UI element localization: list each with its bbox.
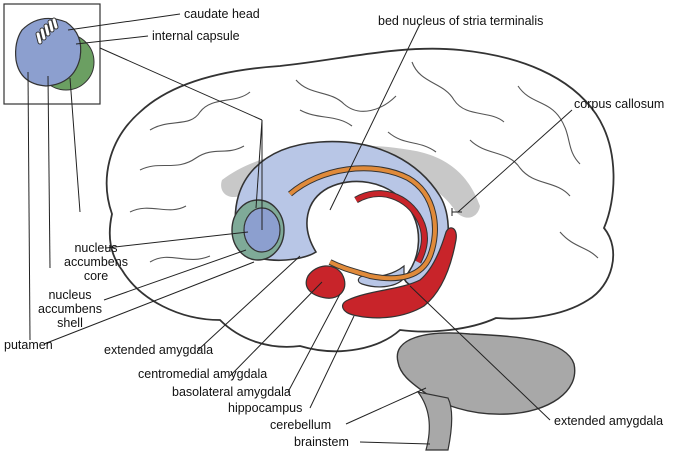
label-basolateral-amygdala: basolateral amygdala xyxy=(172,385,291,399)
centromedial-amygdala xyxy=(305,265,346,299)
label-putamen: putamen xyxy=(4,338,53,352)
label-nucleus-accumbens-shell: nucleus accumbens shell xyxy=(38,288,102,330)
label-extended-amygdala-right: extended amygdala xyxy=(554,414,664,428)
cerebellum xyxy=(396,332,576,415)
inset-striatum xyxy=(15,17,95,91)
label-caudate-head: caudate head xyxy=(184,7,260,21)
label-nac-shell-line2: accumbens xyxy=(38,302,102,316)
label-nac-core-line1: nucleus xyxy=(74,241,118,255)
leader-lines xyxy=(27,13,573,445)
label-bed-nucleus: bed nucleus of stria terminalis xyxy=(378,14,544,28)
hippocampus-body xyxy=(341,227,457,319)
brainstem xyxy=(416,391,453,451)
label-corpus-callosum: corpus callosum xyxy=(574,97,665,111)
caudate-body xyxy=(234,140,450,287)
label-nac-shell-line1: nucleus xyxy=(48,288,92,302)
label-nac-shell-line3: shell xyxy=(57,316,83,330)
corpus-callosum-marker xyxy=(451,208,462,216)
label-nac-core-line2: accumbens xyxy=(64,255,128,269)
label-nac-core-line3: core xyxy=(83,269,109,283)
label-brainstem: brainstem xyxy=(294,435,349,449)
gyri xyxy=(129,61,599,263)
label-hippocampus: hippocampus xyxy=(228,401,303,415)
label-internal-capsule: internal capsule xyxy=(152,29,240,43)
label-nucleus-accumbens-core: nucleus accumbens core xyxy=(64,241,128,283)
label-extended-amygdala-left: extended amygdala xyxy=(104,343,214,357)
label-cerebellum: cerebellum xyxy=(270,418,332,432)
label-centromedial-amygdala: centromedial amygdala xyxy=(138,367,268,381)
